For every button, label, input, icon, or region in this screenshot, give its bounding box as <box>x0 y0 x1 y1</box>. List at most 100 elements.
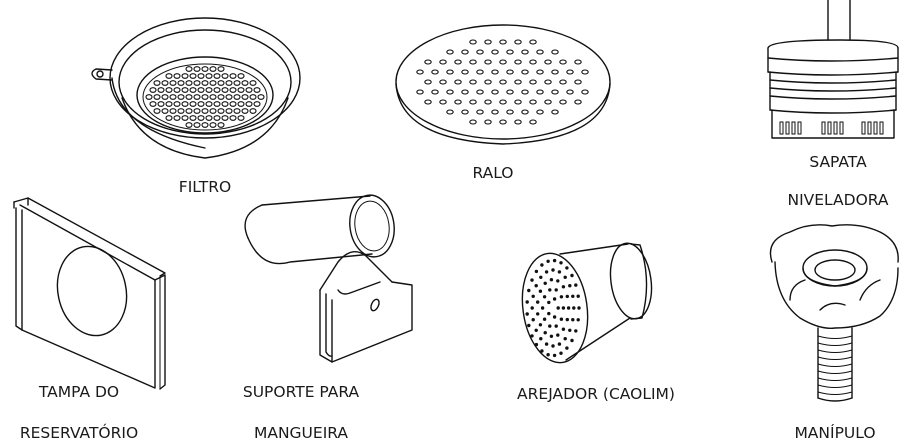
tampa-label-line1: TAMPA DO <box>38 383 120 401</box>
ralo-hole <box>461 89 469 95</box>
filtro-hole <box>185 108 193 114</box>
arejador-hole <box>577 306 581 310</box>
filtro-hole <box>193 108 201 114</box>
arejador-hole <box>559 295 564 299</box>
thread-line <box>817 349 853 353</box>
ralo-hole <box>506 109 514 115</box>
filtro-hole <box>181 115 189 121</box>
arejador-hole <box>534 269 539 274</box>
filtro-hole <box>193 80 201 86</box>
ralo-hole <box>551 49 559 55</box>
ralo-illustration <box>395 24 611 145</box>
arejador-hole <box>552 297 557 301</box>
filtro-hole <box>213 101 221 107</box>
filtro-hole <box>253 87 261 93</box>
arejador-hole <box>539 337 543 341</box>
ralo-hole <box>506 49 514 55</box>
filtro-hole <box>193 94 201 100</box>
ralo-hole <box>566 69 574 75</box>
arejador-hole <box>548 324 552 328</box>
tampa-label-line2: RESERVATÓRIO <box>19 424 139 442</box>
filtro-hole <box>165 73 173 79</box>
ralo-hole <box>499 59 507 65</box>
filtro-hole <box>213 73 221 79</box>
arejador-hole <box>557 342 562 346</box>
ralo-hole <box>551 109 559 115</box>
ralo-hole <box>491 109 499 115</box>
ralo-hole <box>454 79 462 85</box>
ralo-hole <box>544 79 552 85</box>
sapata-slot <box>879 121 884 135</box>
arejador-hole <box>556 279 560 283</box>
filtro-hole <box>185 80 193 86</box>
arejador-hole <box>547 300 551 305</box>
filtro-hole <box>177 108 185 114</box>
sapata-slot <box>791 121 796 135</box>
ralo-hole <box>536 89 544 95</box>
arejador-hole <box>534 284 538 288</box>
arejador-hole <box>561 285 566 289</box>
filtro-hole <box>221 87 229 93</box>
ralo-hole <box>424 79 432 85</box>
ralo-hole <box>469 59 477 65</box>
arejador-hole <box>525 312 529 316</box>
ralo-hole <box>514 59 522 65</box>
ralo-hole <box>514 39 522 45</box>
arejador-hole <box>570 273 574 278</box>
arejador-hole <box>540 349 544 353</box>
filtro-hole <box>237 87 245 93</box>
filtro-hole <box>205 115 213 121</box>
sapata-slot <box>827 121 832 135</box>
filtro-hole <box>181 101 189 107</box>
arejador-hole <box>540 306 545 310</box>
ralo-hole <box>499 79 507 85</box>
arejador-illustration <box>521 242 653 364</box>
arejador-hole <box>549 278 554 282</box>
filtro-hole <box>185 122 193 128</box>
ralo-hole <box>476 89 484 95</box>
ralo-hole <box>499 39 507 45</box>
filtro-hole <box>221 101 229 107</box>
ralo-hole <box>559 59 567 65</box>
arejador-hole <box>544 342 549 346</box>
suporte-mangueira-illustration <box>244 194 413 363</box>
filtro-hole <box>169 94 177 100</box>
filtro-hole <box>189 115 197 121</box>
filtro-hole <box>185 66 193 72</box>
arejador-hole <box>534 342 539 347</box>
filtro-hole <box>241 80 249 86</box>
arejador-hole <box>557 270 562 274</box>
filtro-hole <box>225 80 233 86</box>
arejador-hole <box>570 338 574 343</box>
filtro-hole <box>165 101 173 107</box>
arejador-hole <box>546 259 550 263</box>
filtro-hole <box>209 80 217 86</box>
sapata-slot <box>833 121 838 135</box>
thread-line <box>817 377 853 381</box>
thread-line <box>817 335 853 339</box>
ralo-hole <box>529 59 537 65</box>
ralo-hole <box>574 99 582 105</box>
arejador-hole <box>565 266 569 270</box>
ralo-hole <box>461 69 469 75</box>
ralo-hole <box>431 69 439 75</box>
ralo-hole <box>469 119 477 125</box>
filtro-hole <box>197 101 205 107</box>
arejador-hole <box>549 334 554 338</box>
filtro-hole <box>189 73 197 79</box>
filtro-hole <box>145 94 153 100</box>
arejador-hole <box>540 263 544 267</box>
filtro-illustration <box>91 17 301 159</box>
filtro-hole <box>173 115 181 121</box>
filtro-hole <box>161 94 169 100</box>
sapata-label-line1: SAPATA <box>809 153 867 171</box>
ralo-hole <box>506 69 514 75</box>
filtro-hole <box>229 73 237 79</box>
sapata-slot <box>861 121 866 135</box>
filtro-hole <box>237 73 245 79</box>
ralo-hole <box>484 119 492 125</box>
filtro-hole <box>217 66 225 72</box>
filtro-hole <box>161 108 169 114</box>
ralo-hole <box>559 99 567 105</box>
